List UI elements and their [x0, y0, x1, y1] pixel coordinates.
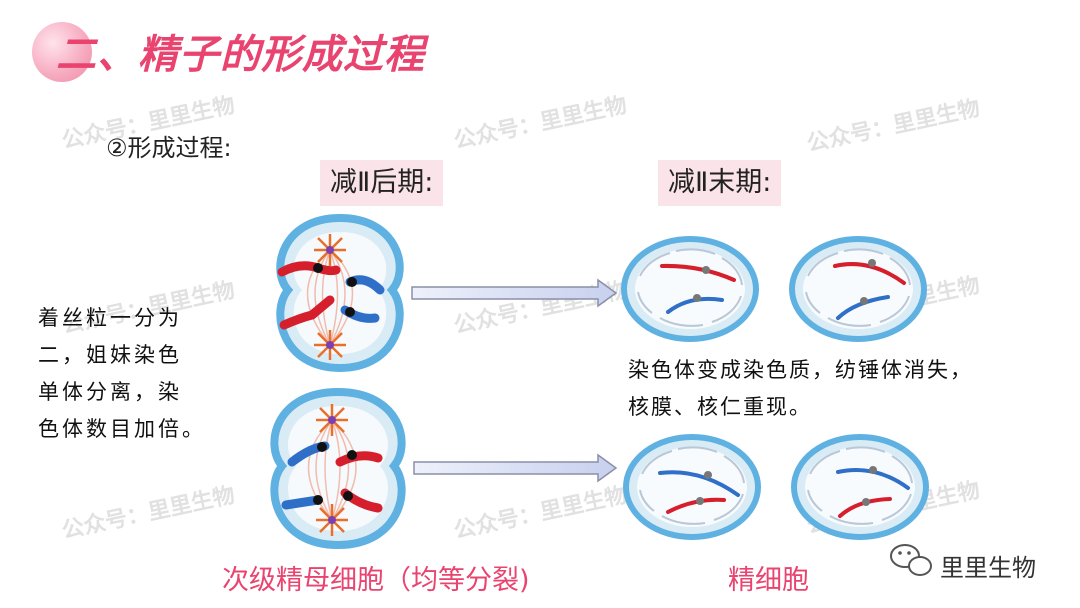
caption-secondary-spermatocyte: 次级精母细胞（均等分裂)	[222, 565, 530, 596]
anaphase-ii-description: 着丝粒一分为 二，姐妹染色 单体分离，染 色体数目加倍。	[38, 300, 206, 448]
spermatid-bottom-left	[623, 434, 761, 540]
spermatid-top-right	[789, 236, 927, 342]
secondary-spermatocyte-bottom	[270, 387, 406, 550]
description-line: 着丝粒一分为	[38, 306, 182, 330]
section-subtitle: ②形成过程:	[106, 134, 232, 162]
description-line: 色体数目加倍。	[38, 417, 206, 441]
description-line: 核膜、核仁重现。	[628, 395, 812, 419]
page-title: 二、精子的形成过程	[56, 32, 425, 78]
caption-spermatid: 精细胞	[728, 565, 809, 596]
wechat-icon	[890, 544, 932, 576]
phase-label-telophase-ii: 减Ⅱ末期:	[658, 160, 782, 206]
spermatid-top-left	[621, 236, 759, 342]
phase-label-anaphase-ii: 减Ⅱ后期:	[320, 160, 444, 206]
title-decoration	[32, 22, 92, 82]
arrow-bottom	[413, 453, 618, 483]
spermatid-bottom-right	[791, 434, 929, 540]
description-line: 染色体变成染色质，纺锤体消失，	[628, 358, 973, 382]
wechat-account-label: 里里生物	[940, 554, 1036, 582]
arrow-top	[411, 278, 618, 308]
telophase-ii-description: 染色体变成染色质，纺锤体消失， 核膜、核仁重现。	[628, 352, 973, 426]
description-line: 单体分离，染	[38, 380, 182, 404]
secondary-spermatocyte-top	[276, 213, 404, 373]
description-line: 二，姐妹染色	[38, 343, 182, 367]
